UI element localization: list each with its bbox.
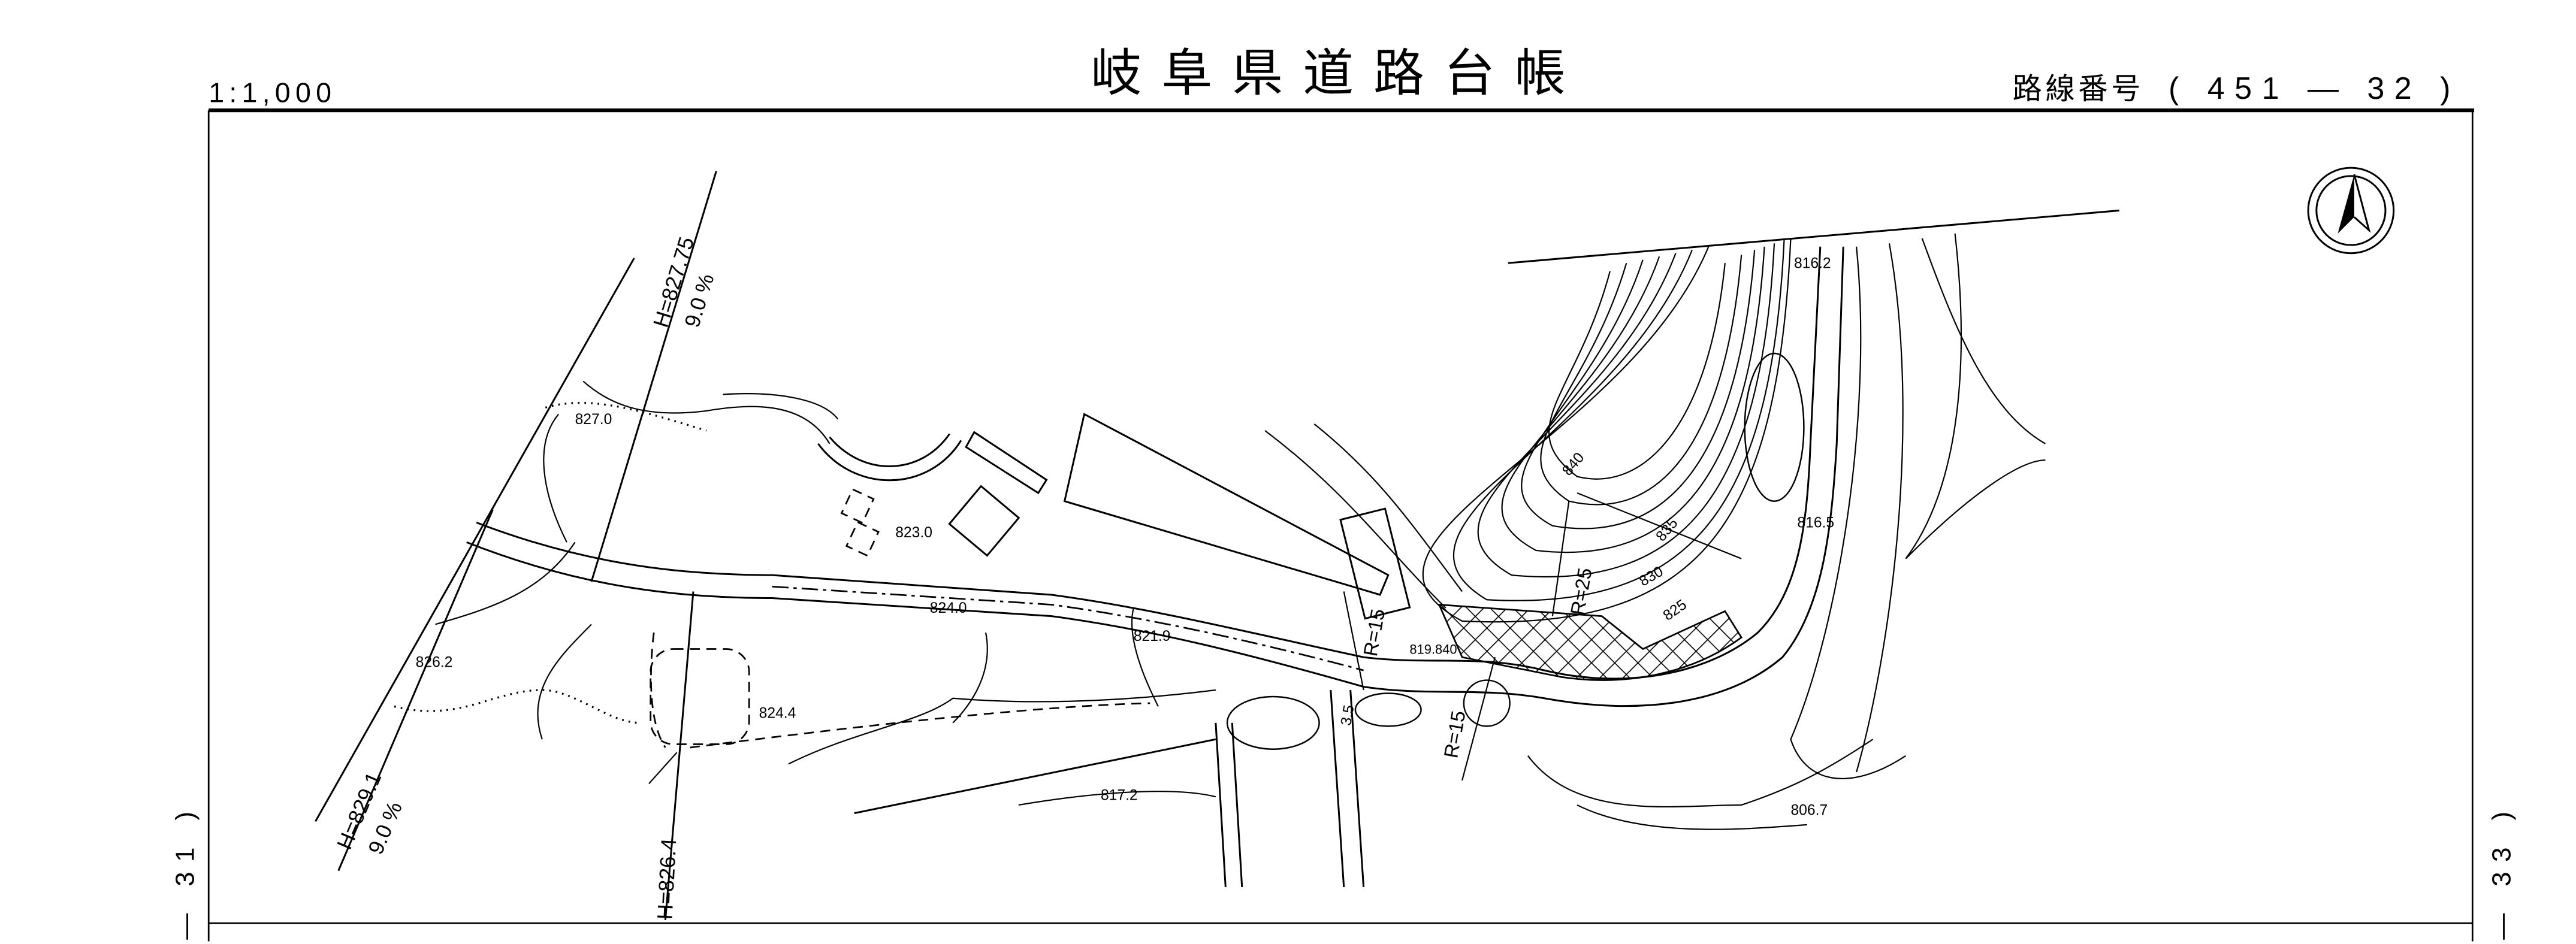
- width-label: 3.5: [1338, 704, 1358, 727]
- spot-height: 816.5: [1797, 515, 1834, 531]
- boundary-line-left: [315, 258, 635, 822]
- page-title: 岐阜県道路台帳: [1091, 45, 1585, 102]
- buildings: [840, 413, 1411, 620]
- radius-label-2: R=25: [1566, 566, 1596, 617]
- spot-height: 821.9: [1134, 628, 1171, 645]
- contour-label: 835: [1653, 515, 1681, 544]
- shrubs: [1226, 352, 1805, 750]
- contour-label: 830: [1636, 564, 1666, 590]
- terrain-lines-west: [394, 380, 1216, 815]
- spot-height: 826.2: [416, 655, 453, 671]
- route-number: ( 451 — 32 ): [2169, 71, 2460, 106]
- spot-height: 824.0: [930, 600, 967, 616]
- prev-page-ref[interactable]: — 31 ): [171, 801, 200, 939]
- hatched-area: [1438, 603, 1743, 681]
- spot-height: 824.4: [759, 706, 796, 722]
- boundary-line-top: [1508, 209, 2119, 264]
- spot-height: 806.7: [1790, 802, 1828, 818]
- spot-height: 827.0: [575, 412, 612, 428]
- map-labels: R=15 R=25 R=15 3.5 827.0 823.0 824.0 826…: [416, 255, 1834, 818]
- retaining-wall: [817, 440, 962, 482]
- channels: [1018, 689, 1365, 888]
- north-arrow-icon: [2307, 167, 2395, 255]
- route-label: 路線番号: [2013, 72, 2144, 105]
- contour-label: 825: [1660, 597, 1690, 624]
- next-page-ref[interactable]: — 33 ): [2487, 801, 2516, 939]
- spot-height: 819.840: [1409, 642, 1457, 657]
- spot-height: 817.2: [1101, 788, 1138, 804]
- gradient-line-1: [590, 171, 717, 582]
- gradient-3-h: H=826.4: [653, 838, 681, 921]
- scale-label: 1:1,000: [209, 77, 336, 108]
- road: [466, 246, 1844, 707]
- contour-label: 840: [1559, 450, 1587, 479]
- spot-height: 816.2: [1794, 255, 1831, 271]
- gradient-line-3: [664, 591, 694, 920]
- gradient-line-2: [337, 509, 494, 872]
- spot-height: 823.0: [895, 525, 932, 541]
- radius-label-3: R=15: [1439, 709, 1469, 760]
- contour-lines: [1264, 233, 2046, 830]
